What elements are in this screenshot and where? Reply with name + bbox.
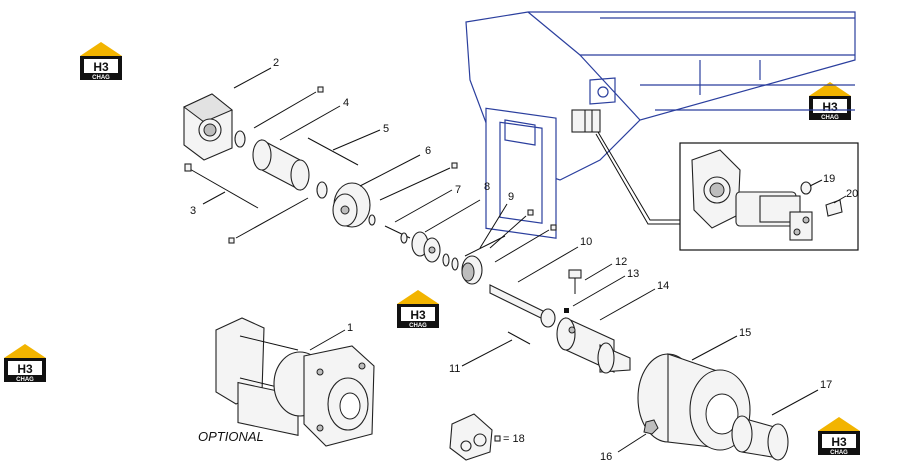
kit-marker [451,162,458,169]
part-16-nut: 16 [600,419,659,463]
kit-marker [228,237,235,244]
o-ring [451,257,459,271]
callout-13: 13 [627,268,639,280]
callout-15: 15 [739,327,751,339]
callout-8: 8 [484,181,490,193]
part-3-long-bolt: 3 [184,163,259,217]
part-5-rod: 5 [307,123,389,166]
kit-marker [527,209,534,216]
brand-logo: H3 CHAG [809,82,851,121]
part-10-shaft: 10 [489,236,592,328]
detail-inset: 19 20 [595,131,859,251]
brand-logo: H3 CHAG [818,417,860,456]
kit-marker [317,86,324,93]
boom-frame [465,11,856,239]
svg-text:CHAG: CHAG [830,450,848,456]
callout-2: 2 [273,57,279,69]
brand-logo: H3 CHAG [80,42,122,81]
svg-text:CHAG: CHAG [409,323,427,329]
svg-text:H3: H3 [17,362,33,376]
callout-9: 9 [508,191,514,203]
part-13-set-screw: 13 [564,268,639,313]
seal-kit-legend: = 18 [449,413,525,461]
o-ring [316,181,328,199]
svg-text:H3: H3 [410,308,426,322]
callout-19: 19 [823,173,835,185]
callout-5: 5 [383,123,389,135]
callout-14: 14 [657,280,669,292]
kit-legend-text: = 18 [503,433,525,445]
part-14-coupling: 14 [556,280,669,374]
callout-20: 20 [846,188,858,200]
svg-text:H3: H3 [93,60,109,74]
part-12-bolt: 12 [568,256,627,294]
callout-1: 1 [347,322,353,334]
kit-marker [550,224,557,231]
part-17-split-sleeve: 17 [731,379,832,461]
brand-logo: H3 CHAG [4,344,46,383]
kit-marker [494,435,501,442]
callout-12: 12 [615,256,627,268]
callout-16: 16 [600,451,612,463]
o-ring [400,232,408,244]
callout-6: 6 [425,145,431,157]
part-2-mounting-plate: 2 [183,57,279,161]
o-ring [368,214,376,226]
o-ring [442,253,450,267]
callout-7: 7 [455,184,461,196]
svg-text:H3: H3 [822,100,838,114]
callout-17: 17 [820,379,832,391]
callout-11: 11 [449,363,460,375]
svg-text:CHAG: CHAG [821,115,839,121]
part-4-sleeve: 4 [252,97,349,191]
svg-text:H3: H3 [831,435,847,449]
o-ring [234,130,246,148]
brand-logo: H3 CHAG [397,290,439,329]
callout-10: 10 [580,236,592,248]
part-11-pin: 11 [449,331,531,375]
part-8-piston: 8 [411,181,490,263]
part-9-bushing: 9 [461,191,514,285]
svg-text:CHAG: CHAG [16,377,34,383]
part-6-end-cap: 6 [332,145,431,228]
optional-label: OPTIONAL [198,429,264,444]
callout-4: 4 [343,97,349,109]
callout-3: 3 [190,205,196,217]
svg-text:CHAG: CHAG [92,75,110,81]
part-1-optional-cylinder: 1 [215,317,375,447]
